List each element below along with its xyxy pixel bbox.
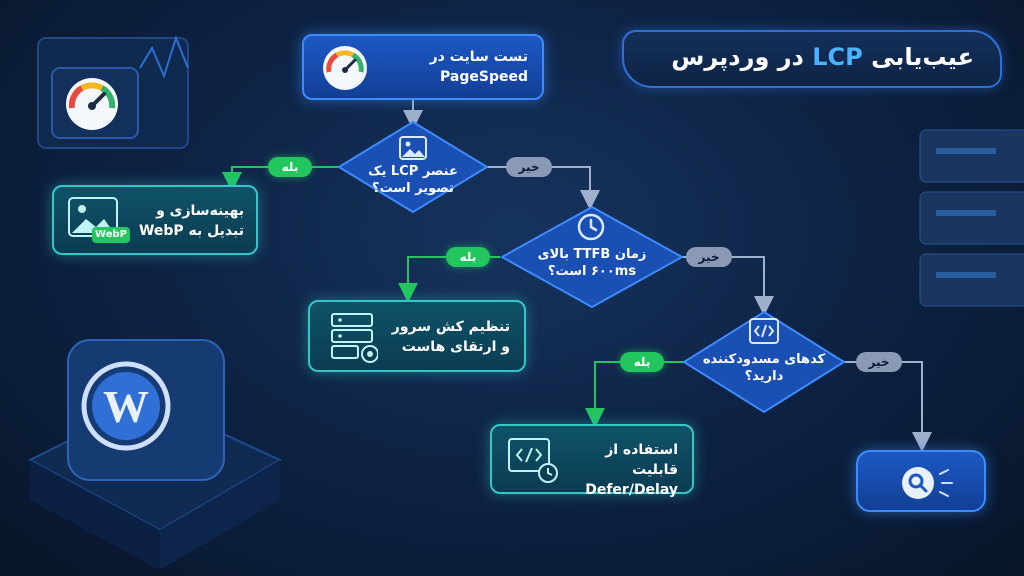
decision-image-line1: عنصر LCP یک [368, 164, 458, 179]
diagram-title: عیب‌یابی LCP در وردپرس [671, 43, 974, 71]
action-webp-line1: بهینه‌سازی و [156, 203, 244, 219]
webp-badge: WebP [92, 227, 130, 243]
decision-image-yes-label: بله [268, 157, 312, 177]
decision-ttfb-yes-label: بله [446, 247, 490, 267]
code-icon [508, 438, 558, 483]
decision-ttfb-no-label: خیر [686, 247, 732, 267]
decision-image-no-label: خیر [506, 157, 552, 177]
action-defer-line1: استفاده از قابلیت [605, 442, 678, 478]
image-icon [399, 136, 427, 160]
decision-ttfb-diamond [500, 205, 684, 309]
title-suffix: در وردپرس [671, 43, 804, 71]
action-defer-node: استفاده از قابلیت Defer/Delay [490, 424, 694, 498]
title-prefix: عیب‌یابی [871, 43, 974, 71]
action-cache-text: تنظیم کش سرور و ارتقای هاست [380, 317, 510, 357]
wordpress-icon: W [81, 361, 171, 451]
start-node-text: تست سایت در PageSpeed [378, 47, 528, 87]
decision-ttfb-text: زمان TTFB بالای ۶۰۰ms است؟ [517, 246, 667, 280]
search-icon [902, 467, 953, 499]
end-node-search [856, 450, 986, 512]
decision-blocking-line1: کدهای مسدودکننده [702, 352, 826, 367]
decision-image-diamond [337, 120, 489, 214]
clock-icon [577, 213, 605, 241]
decision-image-text: عنصر LCP یک تصویر است؟ [347, 163, 479, 197]
decision-ttfb-line1: زمان TTFB بالای [537, 247, 647, 262]
action-cache-line1: تنظیم کش سرور [391, 319, 510, 335]
action-webp-line2: تبدیل به WebP [138, 223, 244, 239]
gauge-icon [66, 78, 118, 130]
connector-blocking-no [842, 361, 932, 452]
title-highlight: LCP [812, 43, 863, 71]
action-cache-node: تنظیم کش سرور و ارتقای هاست [308, 300, 526, 372]
action-defer-text: استفاده از قابلیت Defer/Delay [558, 440, 678, 500]
gauge-icon [323, 46, 367, 90]
decision-ttfb-line2: ۶۰۰ms است؟ [547, 264, 637, 279]
decision-blocking-yes-label: بله [620, 352, 664, 372]
start-node-line1: تست سایت در [429, 49, 528, 65]
server-icon [331, 313, 378, 363]
decision-blocking-text: کدهای مسدودکننده دارید؟ [697, 351, 831, 385]
action-cache-line2: و ارتقای هاست [401, 339, 510, 355]
diagram-title-badge: عیب‌یابی LCP در وردپرس [622, 30, 1002, 88]
decision-blocking-line2: دارید؟ [744, 369, 784, 384]
svg-text:W: W [103, 381, 149, 432]
decision-blocking-diamond [682, 310, 846, 414]
code-icon [749, 318, 779, 344]
decision-image-line2: تصویر است؟ [372, 181, 454, 196]
start-node-pagespeed: تست سایت در PageSpeed [302, 34, 544, 100]
action-defer-line2: Defer/Delay [585, 482, 678, 498]
start-node-line2: PageSpeed [440, 69, 528, 85]
background-server-decoration [919, 129, 1024, 307]
decision-blocking-no-label: خیر [856, 352, 902, 372]
action-webp-text: بهینه‌سازی و تبدیل به WebP [124, 201, 244, 241]
action-webp-node: WebP بهینه‌سازی و تبدیل به WebP [52, 185, 258, 255]
